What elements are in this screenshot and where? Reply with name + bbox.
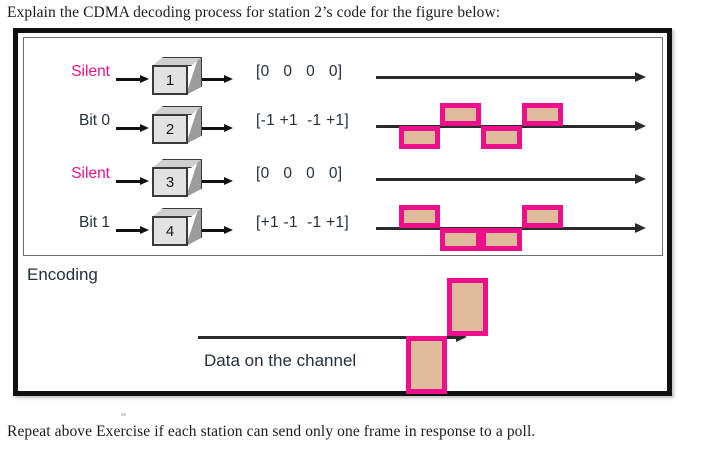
station-label: Bit 0 [78,112,110,129]
signal-axis [376,76,637,79]
signal-axis-arrow-icon [635,223,646,233]
channel-axis-arrow-icon [456,332,467,342]
station-code-vector: [0 0 0 0] [256,63,343,80]
station-cube-1: 1 [150,57,202,99]
signal-pulse [399,205,440,228]
station-label: Silent [71,63,110,80]
stations-panel: Silent 1 [0 0 0 0] Bit 0 2 [-1 +1 -1 +1] Silen… [23,37,663,256]
station-row: Bit 1 4 [+1 -1 -1 +1] [24,205,664,253]
arrow-out-of-station-icon [202,226,234,234]
channel-pulse [447,278,488,336]
station-cube-3: 3 [150,159,202,201]
arrow-into-station-icon [116,75,149,83]
station-code-vector: [0 0 0 0] [256,165,343,182]
signal-axis-arrow-icon [635,72,646,82]
cube-front-face: 2 [152,114,188,144]
station-label: Bit 1 [78,214,110,231]
signal-pulse [481,228,522,251]
artifact-speck [121,413,126,416]
station-number: 4 [165,222,175,240]
station-number: 1 [165,71,175,89]
station-label: Silent [71,165,110,182]
channel-label: Data on the channel [204,351,357,370]
station-row: Bit 0 2 [-1 +1 -1 +1] [24,103,664,151]
signal-pulse [481,126,522,149]
arrow-out-of-station-icon [202,124,234,132]
followup-text: Repeat above Exercise if each station ca… [7,423,536,440]
station-number: 2 [165,120,175,138]
figure-inner: Silent 1 [0 0 0 0] Bit 0 2 [-1 +1 -1 +1] Silen… [18,33,667,416]
station-cube-4: 4 [150,208,202,250]
station-row: Silent 1 [0 0 0 0] [24,54,664,102]
station-row: Silent 3 [0 0 0 0] [24,156,664,204]
signal-pulse [399,126,440,149]
cube-front-face: 1 [152,65,188,95]
station-cube-2: 2 [150,106,202,148]
arrow-out-of-station-icon [202,177,234,185]
cdma-figure: Silent 1 [0 0 0 0] Bit 0 2 [-1 +1 -1 +1] Silen… [13,28,672,416]
cube-front-face: 3 [152,167,188,197]
signal-pulse [522,103,563,126]
signal-pulse [440,103,481,126]
arrow-out-of-station-icon [202,75,234,83]
arrow-into-station-icon [116,124,149,132]
signal-pulse [522,205,563,228]
station-code-vector: [-1 +1 -1 +1] [256,112,349,129]
signal-pulse [440,228,481,251]
channel-axis [198,336,458,339]
arrow-into-station-icon [116,226,149,234]
signal-axis-arrow-icon [635,121,646,131]
cube-front-face: 4 [152,216,188,246]
prompt-text: Explain the CDMA decoding process for st… [7,4,501,21]
signal-axis-arrow-icon [635,174,646,184]
station-code-vector: [+1 -1 -1 +1] [256,214,349,231]
channel-pulse [406,336,447,394]
signal-axis [376,178,637,181]
arrow-into-station-icon [116,177,149,185]
station-number: 3 [165,173,175,191]
encoding-label: Encoding [27,265,98,284]
